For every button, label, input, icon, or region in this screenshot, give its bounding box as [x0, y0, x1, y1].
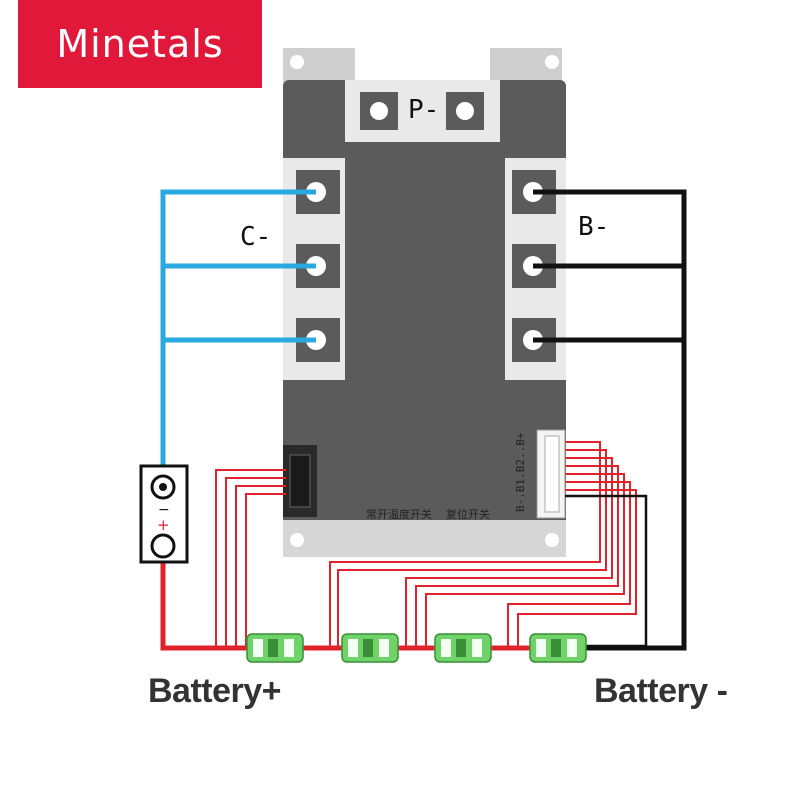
brand-logo: Minetals	[18, 0, 262, 88]
c-minus-wires	[160, 189, 316, 470]
connector-minus-label: −	[158, 502, 170, 518]
connector-plus-label: +	[157, 516, 170, 534]
brand-logo-text: Minetals	[56, 22, 224, 66]
b-minus-wires	[533, 189, 687, 651]
main-red-wire	[160, 560, 532, 651]
battery-plus-label: Battery+	[148, 672, 282, 710]
board-body	[283, 80, 566, 557]
battery-cell	[529, 633, 587, 663]
b-minus-label: B-	[578, 212, 610, 242]
battery-minus-label: Battery -	[594, 672, 728, 710]
battery-cell	[341, 633, 399, 663]
bms-board	[283, 48, 566, 557]
balance-pins-label: B-.B1.B2..B+	[514, 432, 527, 512]
reset-switch-label: 复位开关	[446, 508, 490, 521]
battery-connector	[139, 464, 189, 564]
c-minus-label: C-	[240, 222, 272, 252]
temp-switch-label: 常开温度开关	[366, 508, 432, 521]
battery-cell	[434, 633, 492, 663]
balance-wires	[215, 441, 637, 646]
p-minus-label: P-	[408, 95, 440, 125]
b-minus-balance-wire	[565, 494, 648, 648]
battery-cell	[246, 633, 304, 663]
board-bottom-strip	[283, 520, 566, 557]
